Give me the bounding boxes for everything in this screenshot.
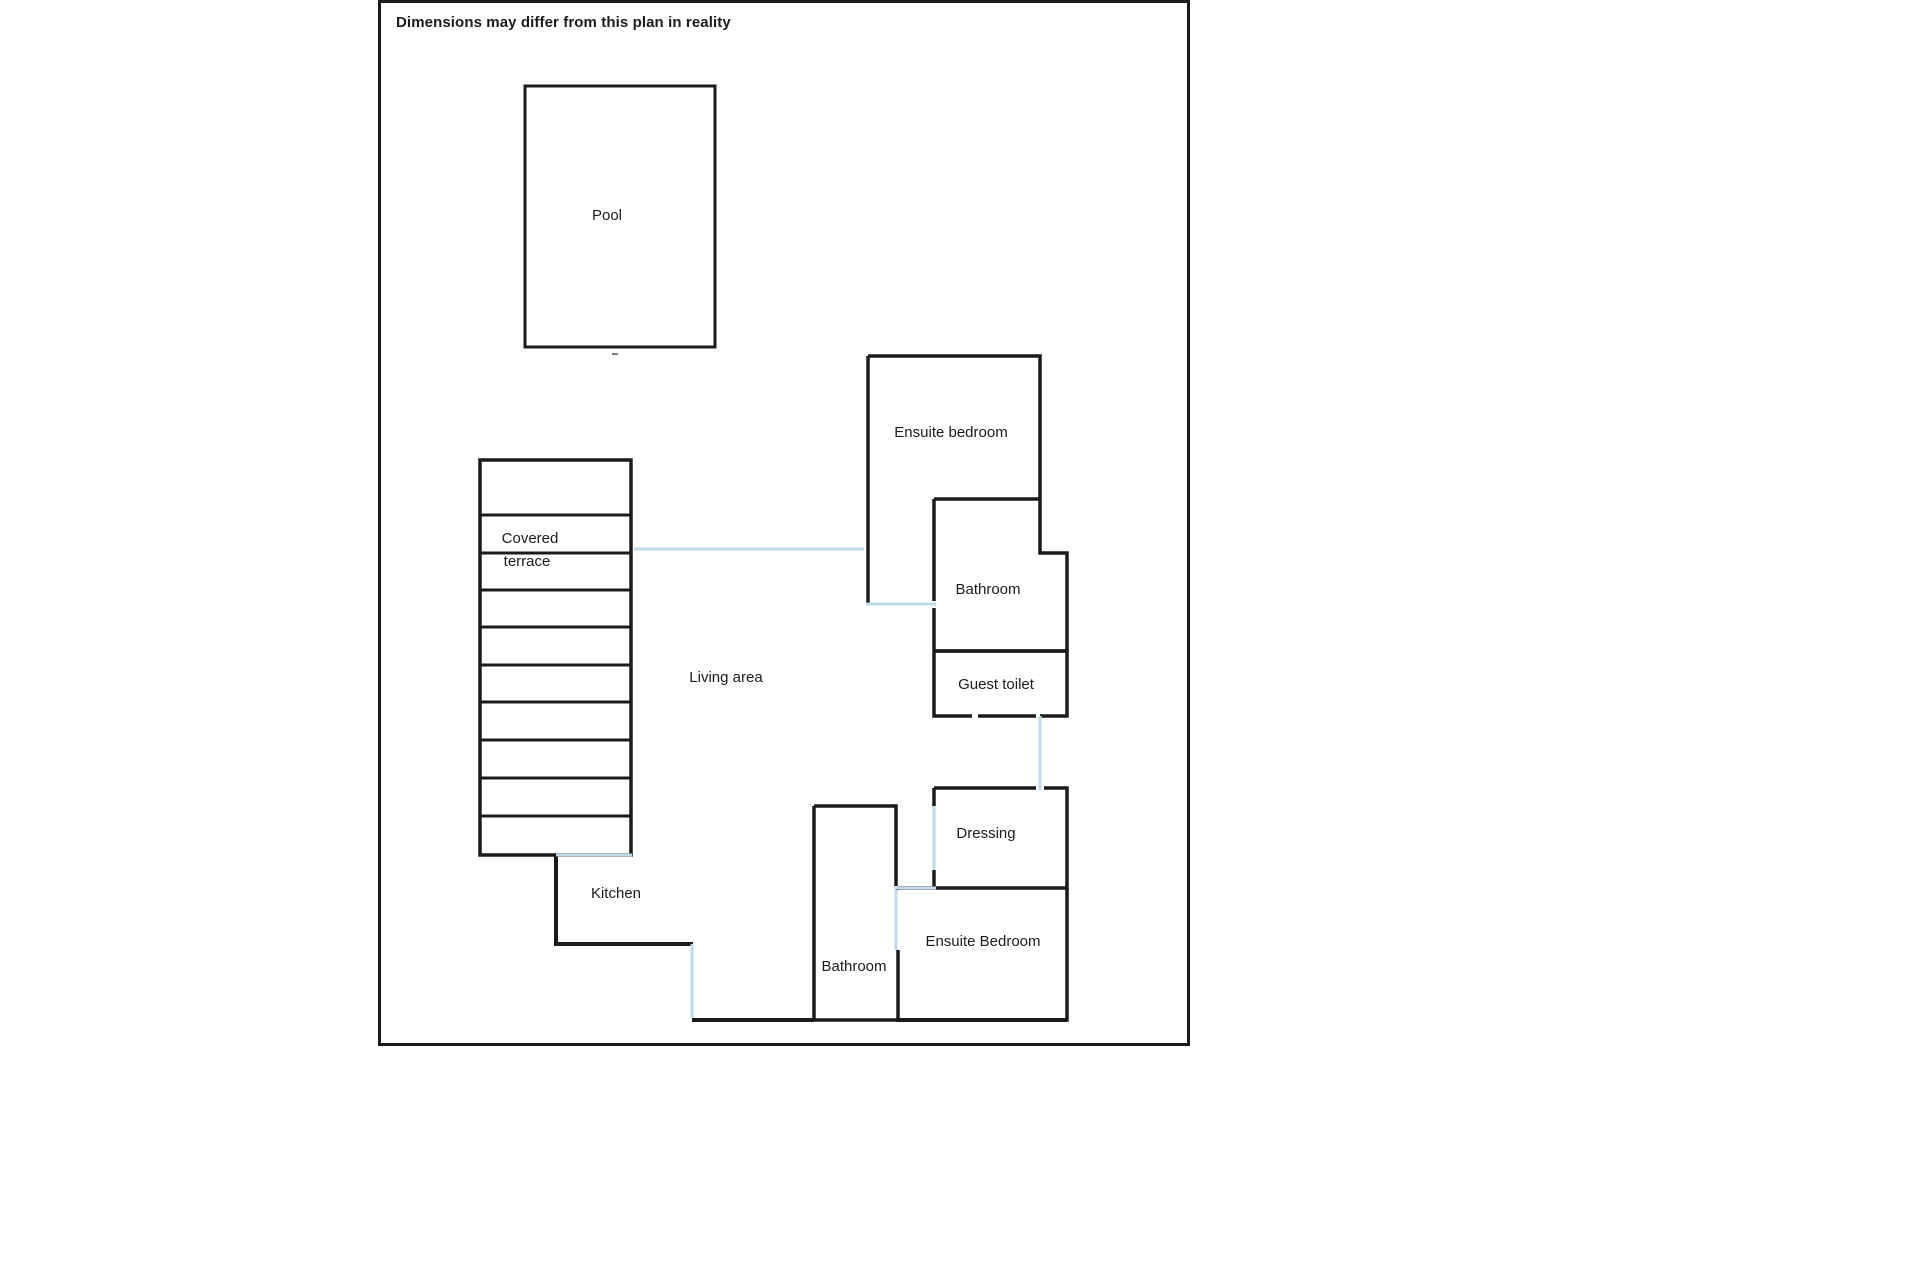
dressing-room: Dressing <box>932 786 1069 890</box>
living-area-label: Living area <box>689 669 763 686</box>
bathroom-top-walls <box>932 497 1069 653</box>
ensuite-bedroom-bottom-room: Ensuite Bedroom <box>896 886 1069 1022</box>
ensuite-bedroom-top-label: Ensuite bedroom <box>894 424 1007 441</box>
pool-outline <box>523 84 717 349</box>
ensuite-bedroom-top-room: Ensuite bedroom <box>866 354 1042 605</box>
covered-terrace-room: Covered terrace <box>478 458 633 857</box>
guest-toilet-walls <box>932 649 1069 718</box>
guest-toilet-label: Guest toilet <box>958 676 1035 693</box>
living-area-room: Living area <box>689 669 763 686</box>
covered-terrace-label-line2: terrace <box>504 553 551 570</box>
ensuite-bedroom-bottom-label: Ensuite Bedroom <box>925 933 1040 950</box>
kitchen-walls <box>554 855 693 946</box>
bathroom-bottom-label: Bathroom <box>821 958 886 975</box>
kitchen-room: Kitchen <box>554 855 693 946</box>
door-openings <box>556 547 1042 1018</box>
guest-toilet-room: Guest toilet <box>932 649 1069 718</box>
pool-label: Pool <box>592 207 622 224</box>
ensuite-bedroom-bottom-walls <box>896 886 1069 1022</box>
ensuite-bedroom-top-walls <box>866 354 1042 605</box>
bathroom-bottom-walls <box>812 804 898 1022</box>
dressing-label: Dressing <box>956 825 1015 842</box>
bathroom-top-label: Bathroom <box>955 581 1020 598</box>
kitchen-label: Kitchen <box>591 885 641 902</box>
bathroom-bottom-room: Bathroom <box>812 804 898 1022</box>
floor-plan-drawing: Pool Covered terrace Living area Kitchen <box>478 84 1069 1022</box>
covered-terrace-label-line1: Covered <box>502 530 559 547</box>
covered-terrace-outline <box>478 458 633 857</box>
dressing-walls <box>932 786 1069 890</box>
plan-disclaimer-text: Dimensions may differ from this plan in … <box>396 14 731 31</box>
pool-room: Pool <box>523 84 717 355</box>
bathroom-top-room: Bathroom <box>932 497 1069 653</box>
floor-plan-frame <box>378 0 1190 1046</box>
